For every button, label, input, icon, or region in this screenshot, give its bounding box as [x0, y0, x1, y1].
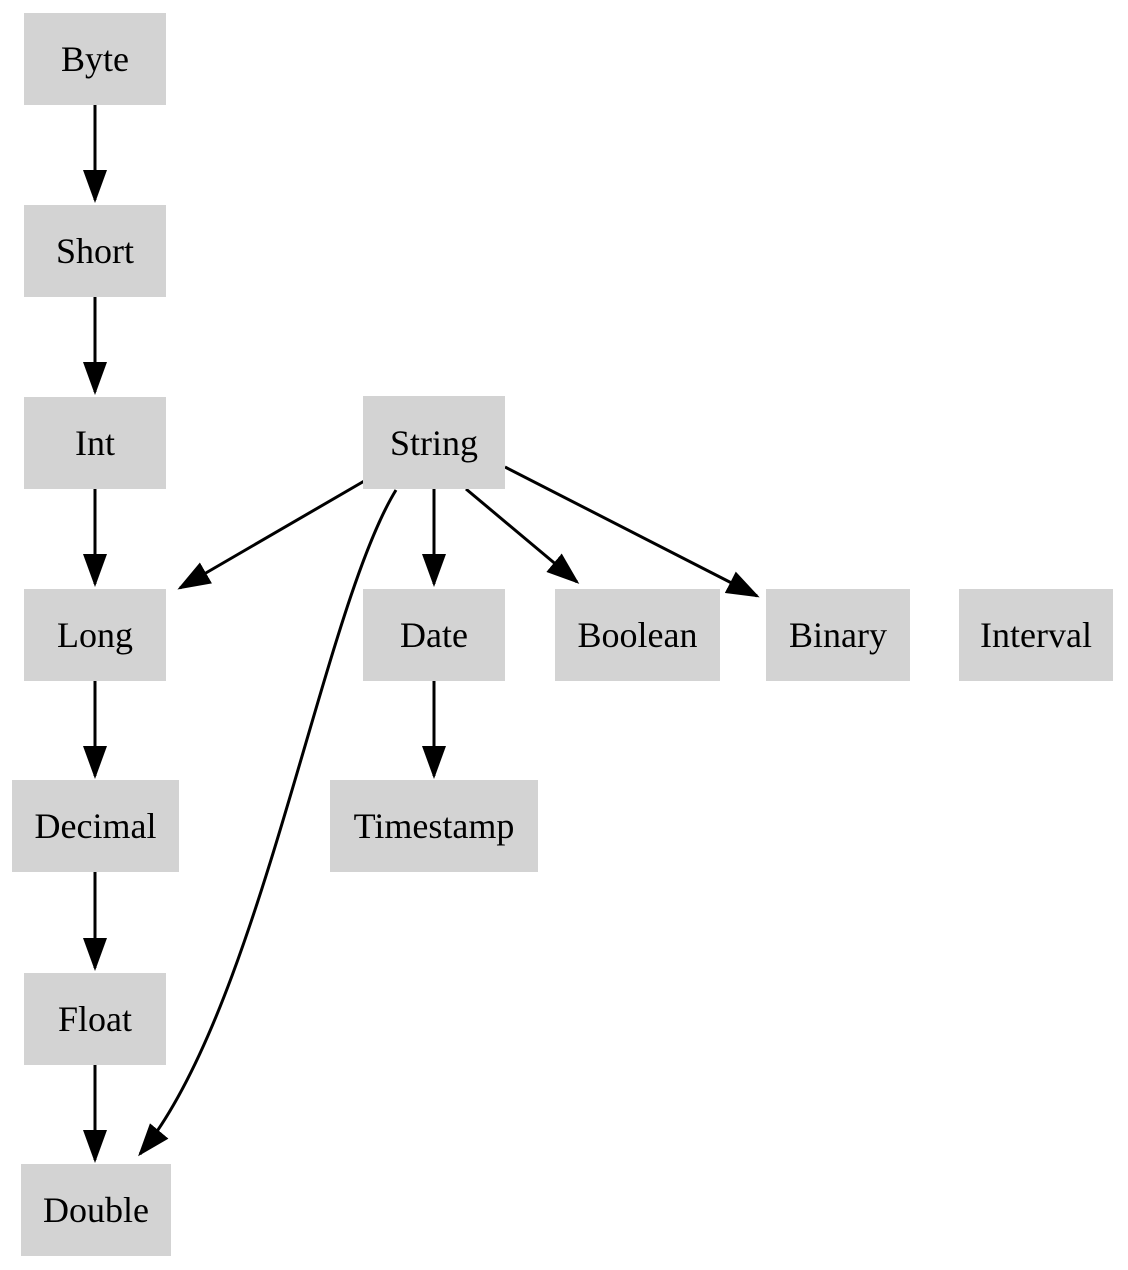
edge-string-double — [138, 489, 398, 1157]
node-long: Long — [24, 589, 166, 681]
node-byte: Byte — [24, 13, 166, 105]
node-string: String — [363, 396, 505, 489]
node-timestamp: Timestamp — [330, 780, 538, 872]
edge-string-long — [177, 478, 367, 590]
node-date: Date — [363, 589, 505, 681]
node-decimal: Decimal — [12, 780, 179, 872]
node-double: Double — [21, 1164, 171, 1256]
node-binary: Binary — [766, 589, 910, 681]
node-short: Short — [24, 205, 166, 297]
node-int: Int — [24, 397, 166, 489]
edge-string-boolean — [465, 487, 580, 584]
edge-string-binary — [504, 465, 760, 598]
node-interval: Interval — [959, 589, 1113, 681]
node-float: Float — [24, 973, 166, 1065]
node-boolean: Boolean — [555, 589, 720, 681]
